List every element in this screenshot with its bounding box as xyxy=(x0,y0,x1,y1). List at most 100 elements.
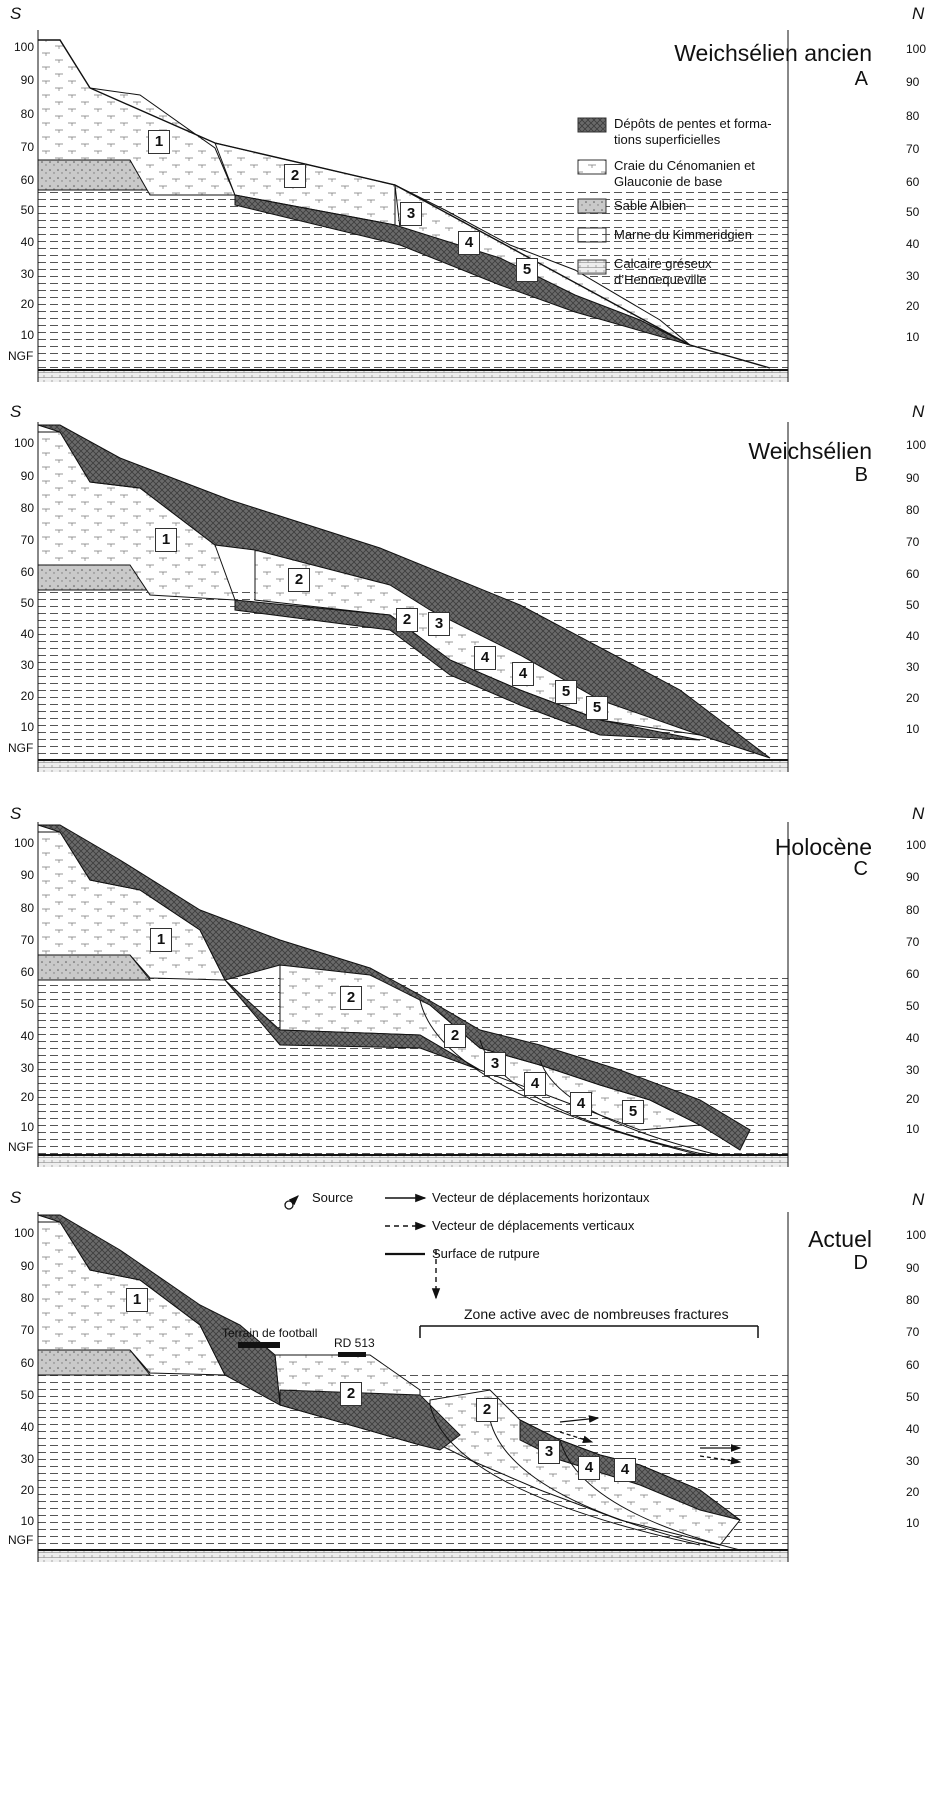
tick-20-right: 20 xyxy=(906,691,920,705)
datum-label: NGF xyxy=(8,349,34,363)
tick-40-right: 40 xyxy=(906,237,920,251)
block-label: 5 xyxy=(586,696,608,720)
south-label: S xyxy=(10,402,22,421)
tick-10-right: 10 xyxy=(906,1122,920,1136)
tick-20: 20 xyxy=(20,1483,34,1497)
tick-50: 50 xyxy=(20,997,34,1011)
block-label: 4 xyxy=(570,1092,592,1116)
legend-horizontal-label: Vecteur de déplacements horizontaux xyxy=(432,1190,650,1205)
south-label: S xyxy=(10,4,22,23)
tick-90-right: 90 xyxy=(906,471,920,485)
panel-d: S N Actuel D Source Vecteur de déplaceme… xyxy=(0,1188,948,1819)
tick-60-right: 60 xyxy=(906,967,920,981)
panel-c-letter: C xyxy=(853,858,868,880)
block-label: 3 xyxy=(538,1440,560,1464)
tick-30-right: 30 xyxy=(906,269,920,283)
panel-a: S N Weichsélien ancien A 100 90 80 70 60… xyxy=(0,0,948,400)
block-label: 5 xyxy=(622,1100,644,1124)
block-label: 4 xyxy=(578,1456,600,1480)
tick-100: 100 xyxy=(13,836,34,850)
slope-deposits xyxy=(234,599,701,741)
tick-20: 20 xyxy=(20,297,34,311)
tick-90-right: 90 xyxy=(906,1261,920,1275)
tick-60: 60 xyxy=(20,565,34,579)
tick-10-right: 10 xyxy=(906,330,920,344)
panel-c: S N Holocène C 100 90 80 70 60 50 40 30 … xyxy=(0,800,948,1190)
cross-section-b xyxy=(37,422,789,772)
south-label: S xyxy=(10,804,22,823)
block-label: 4 xyxy=(458,231,480,255)
tick-70: 70 xyxy=(20,1323,34,1337)
tick-20: 20 xyxy=(20,689,34,703)
tick-80-right: 80 xyxy=(906,903,920,917)
panel-a-title: Weichsélien ancien xyxy=(674,40,872,66)
tick-30-right: 30 xyxy=(906,660,920,674)
cross-section-d xyxy=(37,1193,789,1562)
slope-deposits xyxy=(279,1389,461,1451)
tick-100-right: 100 xyxy=(906,42,927,56)
legend-rupture-label: Surface de rutpure xyxy=(432,1246,540,1261)
tick-30: 30 xyxy=(20,1452,34,1466)
tick-50: 50 xyxy=(20,203,34,217)
north-label: N xyxy=(912,804,925,823)
tick-70-right: 70 xyxy=(906,142,920,156)
tick-80: 80 xyxy=(20,901,34,915)
tick-30: 30 xyxy=(20,1061,34,1075)
tick-100-right: 100 xyxy=(906,838,927,852)
tick-100: 100 xyxy=(13,40,34,54)
tick-90-right: 90 xyxy=(906,870,920,884)
football-field-label: Terrain de football xyxy=(222,1326,318,1340)
tick-90: 90 xyxy=(20,469,34,483)
datum-label: NGF xyxy=(8,741,34,755)
block-label: 2 xyxy=(396,608,418,632)
panel-a-letter: A xyxy=(854,68,868,90)
block-label: 3 xyxy=(484,1052,506,1076)
tick-50-right: 50 xyxy=(906,205,920,219)
north-label: N xyxy=(912,1190,925,1209)
tick-40: 40 xyxy=(20,1029,34,1043)
tick-40: 40 xyxy=(20,627,34,641)
tick-10-right: 10 xyxy=(906,1516,920,1530)
legend-label-marl: Marne du Kimmeridgien xyxy=(614,227,753,242)
tick-90: 90 xyxy=(20,73,34,87)
panel-b-title: Weichsélien xyxy=(748,438,872,464)
legend-source-label: Source xyxy=(312,1190,354,1205)
panel-c-title: Holocène xyxy=(774,834,872,860)
tick-50: 50 xyxy=(20,596,34,610)
tick-30-right: 30 xyxy=(906,1063,920,1077)
panel-b: S N Weichsélien B 100 90 80 70 60 50 40 … xyxy=(0,400,948,800)
tick-80: 80 xyxy=(20,1291,34,1305)
tick-20-right: 20 xyxy=(906,1485,920,1499)
block-label: 2 xyxy=(340,986,362,1010)
tick-60-right: 60 xyxy=(906,567,920,581)
tick-80-right: 80 xyxy=(906,1293,920,1307)
tick-100: 100 xyxy=(13,436,34,450)
horizontal-vector-icon xyxy=(559,1415,600,1423)
tick-40-right: 40 xyxy=(906,629,920,643)
tick-30-right: 30 xyxy=(906,1454,920,1468)
north-label: N xyxy=(912,4,925,23)
tick-80: 80 xyxy=(20,107,34,121)
block-label: 4 xyxy=(524,1072,546,1096)
basement xyxy=(38,1155,788,1167)
block-label: 3 xyxy=(400,202,422,226)
north-label: N xyxy=(912,402,925,421)
tick-70-right: 70 xyxy=(906,1325,920,1339)
road-rd513 xyxy=(338,1352,366,1357)
tick-40-right: 40 xyxy=(906,1031,920,1045)
block-label: 2 xyxy=(476,1398,498,1422)
tick-70: 70 xyxy=(20,533,34,547)
block-label: 1 xyxy=(150,928,172,952)
south-label: S xyxy=(10,1188,22,1207)
tick-10: 10 xyxy=(20,720,34,734)
football-field xyxy=(238,1342,280,1348)
block-label: 2 xyxy=(444,1024,466,1048)
tick-100-right: 100 xyxy=(906,1228,927,1242)
tick-90-right: 90 xyxy=(906,75,920,89)
tick-60: 60 xyxy=(20,965,34,979)
block-label: 5 xyxy=(516,258,538,282)
cross-section-c xyxy=(37,822,789,1167)
legend-swatch-chalk xyxy=(577,159,607,175)
